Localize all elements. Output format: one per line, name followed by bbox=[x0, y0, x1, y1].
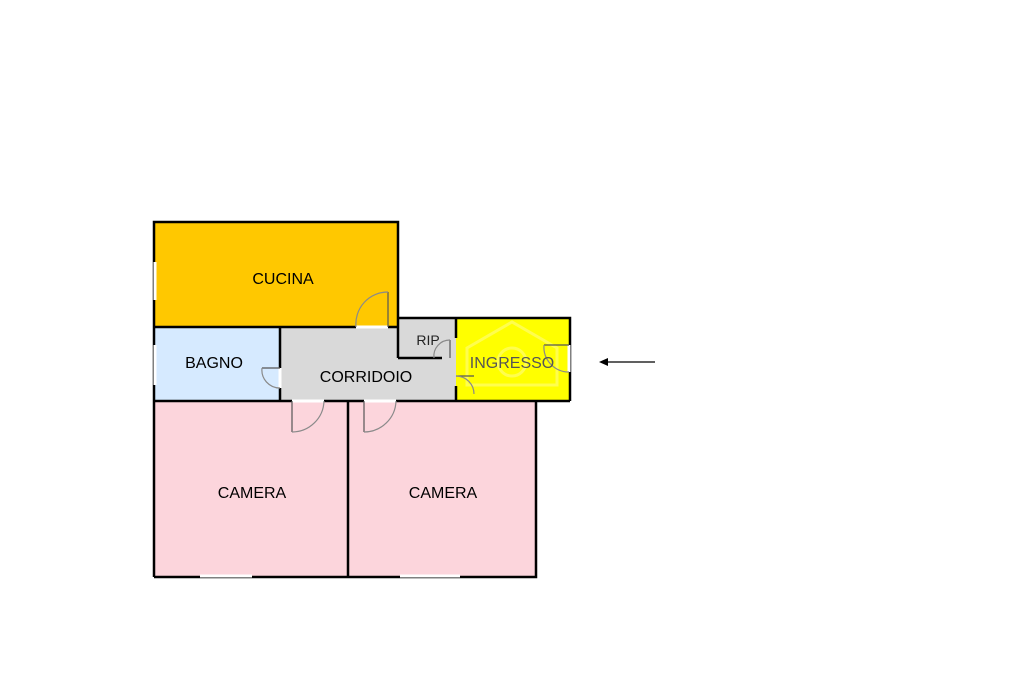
door-entrance bbox=[543, 344, 570, 373]
room-camera-left bbox=[154, 401, 348, 577]
room-bagno bbox=[154, 327, 280, 401]
room-label-bagno: BAGNO bbox=[185, 355, 243, 372]
arrow-left-icon bbox=[599, 358, 655, 366]
room-label-cucina: CUCINA bbox=[252, 271, 314, 288]
room-label-ingresso: INGRESSO bbox=[470, 355, 554, 372]
room-ingresso bbox=[456, 318, 570, 401]
door-bagno bbox=[261, 367, 282, 389]
room-label-camera-right: CAMERA bbox=[409, 485, 478, 502]
room-cucina bbox=[154, 222, 398, 327]
door-ingresso-inner bbox=[455, 375, 475, 395]
windows bbox=[153, 262, 571, 578]
room-label-camera-left: CAMERA bbox=[218, 485, 287, 502]
door-camera-left bbox=[291, 399, 325, 433]
room-label-rip: RIP bbox=[416, 332, 439, 348]
watermark-emblem bbox=[465, 320, 559, 387]
room-rip bbox=[398, 318, 456, 358]
door-rip bbox=[433, 339, 451, 359]
room-label-corridoio: CORRIDOIO bbox=[320, 369, 412, 386]
doors bbox=[261, 291, 570, 433]
room-camera-right bbox=[348, 401, 536, 577]
door-camera-right bbox=[363, 399, 397, 433]
door-cucina bbox=[355, 291, 389, 329]
